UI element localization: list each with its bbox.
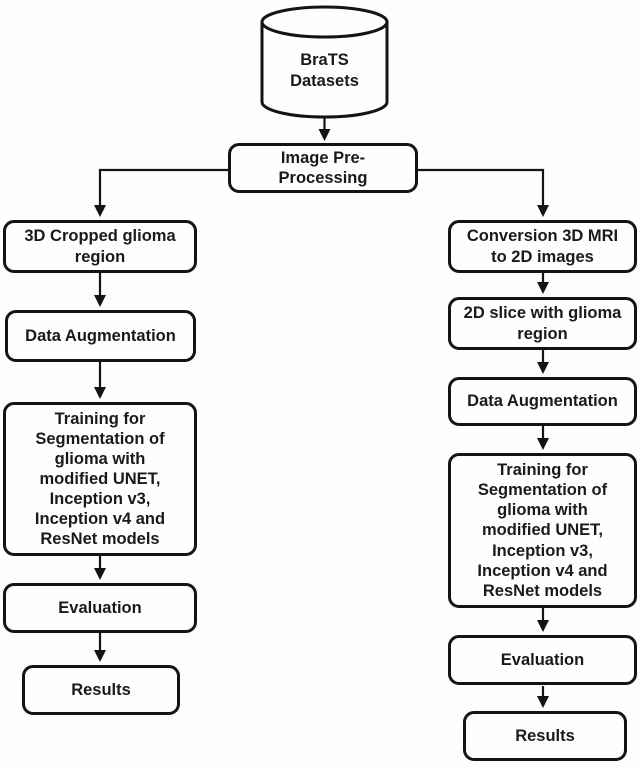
node-training-segmentation-right: Training for Segmentation of glioma with… [448, 453, 637, 608]
node-label: Image Pre- Processing [278, 148, 368, 187]
node-label: 2D slice with glioma region [463, 304, 622, 343]
node-brats-datasets: BraTS Datasets [262, 32, 387, 110]
node-label: BraTS Datasets [290, 51, 359, 90]
node-data-augmentation-left: Data Augmentation [5, 310, 196, 362]
node-conversion-3d-mri-to-2d-images: Conversion 3D MRI to 2D images [448, 220, 637, 273]
node-label: Data Augmentation [467, 392, 618, 411]
node-label: Data Augmentation [25, 326, 176, 345]
node-data-augmentation-right: Data Augmentation [448, 377, 637, 426]
node-training-segmentation-left: Training for Segmentation of glioma with… [3, 402, 197, 556]
node-results-left: Results [22, 665, 180, 715]
node-evaluation-left: Evaluation [3, 583, 197, 633]
edge-preprocessing-to-right-branch [418, 168, 550, 218]
node-evaluation-right: Evaluation [448, 635, 637, 685]
node-results-right: Results [463, 711, 627, 761]
node-label: Evaluation [58, 598, 142, 617]
database-cylinder-shape [260, 5, 389, 119]
node-label: Conversion 3D MRI to 2D images [466, 227, 619, 266]
node-label: Training for Segmentation of glioma with… [477, 461, 608, 600]
node-label: Results [71, 680, 131, 699]
node-label: 3D Cropped glioma region [24, 227, 176, 266]
node-label: Results [515, 726, 575, 745]
node-2d-slice-with-glioma-region: 2D slice with glioma region [448, 297, 637, 350]
edge-preprocessing-to-left-branch [93, 168, 228, 218]
node-image-pre-processing: Image Pre- Processing [228, 143, 418, 193]
node-3d-cropped-glioma-region: 3D Cropped glioma region [3, 220, 197, 273]
node-label: Training for Segmentation of glioma with… [34, 409, 166, 549]
node-label: Evaluation [500, 650, 585, 669]
